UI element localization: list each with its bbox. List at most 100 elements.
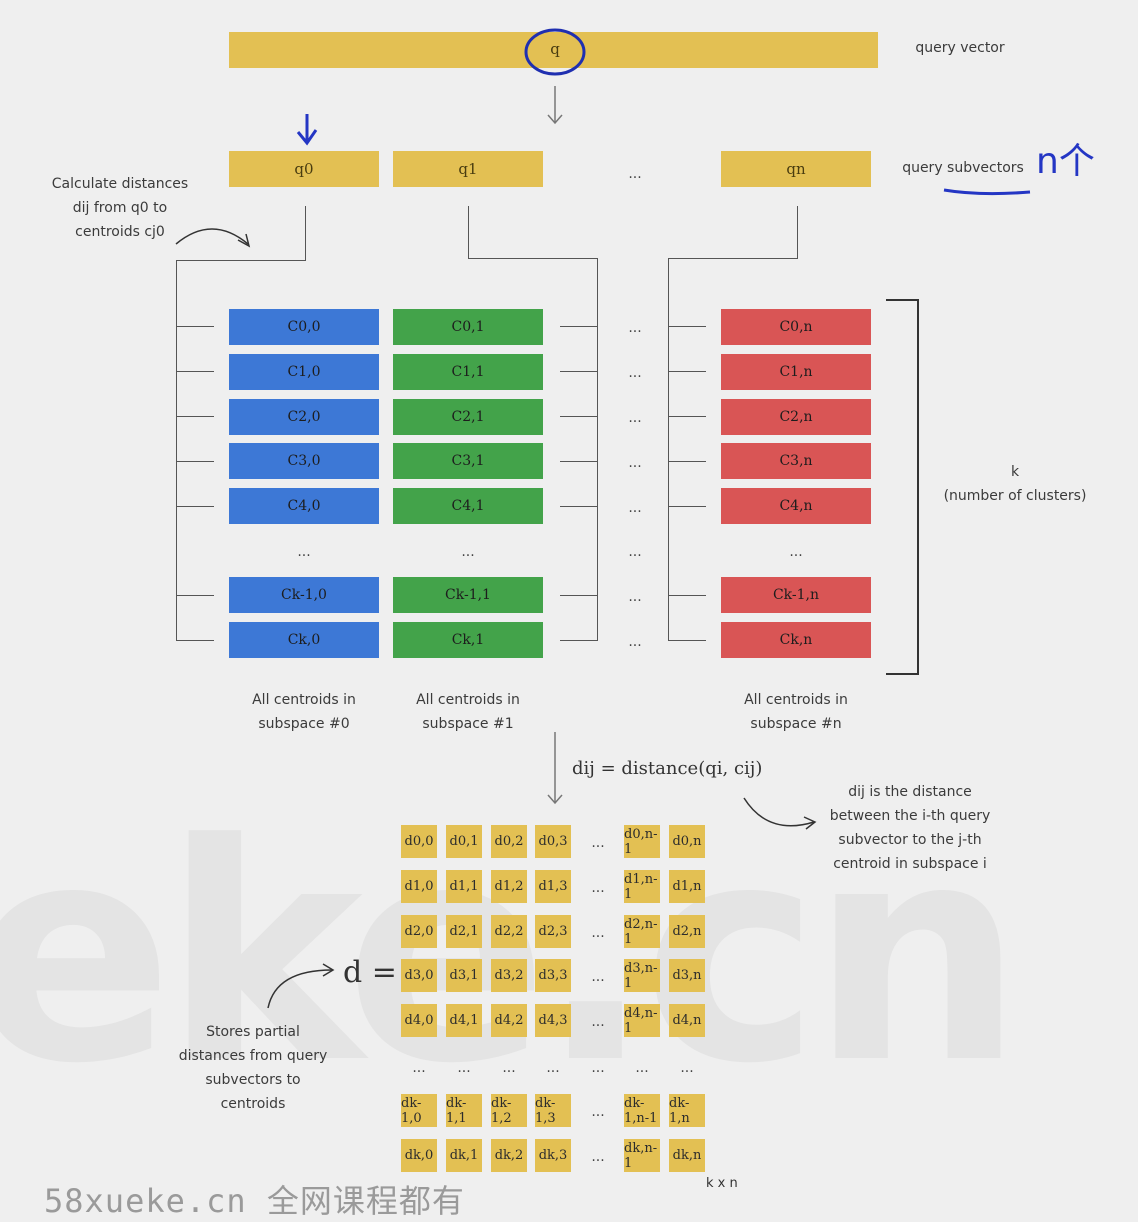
matrix-cell: d1,1 xyxy=(446,870,482,903)
matrix-cell: d1,0 xyxy=(401,870,437,903)
curved-arrow-icon xyxy=(267,963,335,1009)
matrix-cell: dk-1,n-1 xyxy=(624,1094,660,1127)
matrix-cell: dk-1,2 xyxy=(491,1094,527,1127)
matrix-cell: dk-1,0 xyxy=(401,1094,437,1127)
subvector-dots: ... xyxy=(628,166,642,182)
connector-line xyxy=(668,258,798,259)
centroid-cell: Ck-1,0 xyxy=(229,577,379,613)
matrix-cell: d1,2 xyxy=(491,870,527,903)
centroid-dots: ... xyxy=(461,544,475,560)
centroid-cell: C1,1 xyxy=(393,354,543,390)
matrix-row-dots: ... xyxy=(591,880,605,896)
connector-line xyxy=(176,260,306,261)
matrix-cell: d3,n-1 xyxy=(624,959,660,992)
matrix-cell: d1,3 xyxy=(535,870,571,903)
centroid-cell: Ck,n xyxy=(721,622,871,658)
matrix-cell: d3,0 xyxy=(401,959,437,992)
matrix-row-dots: ... xyxy=(591,1014,605,1030)
connector-line xyxy=(468,206,469,258)
matrix-cell: d2,n-1 xyxy=(624,915,660,948)
caption-subspace-1: All centroids in subspace #1 xyxy=(416,692,520,732)
matrix-col-dots: ... xyxy=(502,1060,516,1076)
centroid-cell: C0,0 xyxy=(229,309,379,345)
centroid-cell: Ck-1,n xyxy=(721,577,871,613)
matrix-cell: d2,3 xyxy=(535,915,571,948)
centroid-cell: C1,0 xyxy=(229,354,379,390)
matrix-cell: dk-1,n xyxy=(669,1094,705,1127)
centroid-cell: C0,1 xyxy=(393,309,543,345)
matrix-cell: d1,n-1 xyxy=(624,870,660,903)
matrix-cell: d4,2 xyxy=(491,1004,527,1037)
matrix-cell: d4,n xyxy=(669,1004,705,1037)
matrix-cell: dk,3 xyxy=(535,1139,571,1172)
matrix-col-dots: ... xyxy=(412,1060,426,1076)
connector-line xyxy=(468,258,598,259)
k-bracket xyxy=(886,299,919,675)
query-cell: q xyxy=(550,40,560,58)
matrix-col-dots: ... xyxy=(546,1060,560,1076)
matrix-cell: dk,n xyxy=(669,1139,705,1172)
matrix-col-dots: ... xyxy=(635,1060,649,1076)
matrix-cell: dk-1,1 xyxy=(446,1094,482,1127)
matrix-cell: d0,0 xyxy=(401,825,437,858)
centroid-cell: C4,1 xyxy=(393,488,543,524)
calc-distances-note: Calculate distances dij from q0 to centr… xyxy=(51,176,189,240)
matrix-cell: dk,1 xyxy=(446,1139,482,1172)
query-cell-circle xyxy=(524,28,586,76)
down-arrow-icon xyxy=(547,732,563,805)
matrix-cell: d0,n xyxy=(669,825,705,858)
subvector-q1: q1 xyxy=(393,151,543,187)
centroid-cell: C3,1 xyxy=(393,443,543,479)
query-subvectors-label: query subvectors xyxy=(902,160,1024,176)
curved-arrow-icon xyxy=(175,228,251,248)
query-vector-bar xyxy=(229,32,878,68)
matrix-cell: d4,1 xyxy=(446,1004,482,1037)
centroid-cell: C3,n xyxy=(721,443,871,479)
matrix-row-dots: ... xyxy=(591,835,605,851)
connector-line xyxy=(597,258,598,640)
centroid-cell: C2,0 xyxy=(229,399,379,435)
matrix-cell: dk,0 xyxy=(401,1139,437,1172)
subvector-q0: q0 xyxy=(229,151,379,187)
matrix-cell: d2,2 xyxy=(491,915,527,948)
matrix-size-label: k x n xyxy=(706,1176,738,1191)
site-watermark: 58xueke.cn 全网课程都有 xyxy=(44,1182,465,1220)
matrix-cell: d0,1 xyxy=(446,825,482,858)
matrix-cell: d2,1 xyxy=(446,915,482,948)
matrix-cell: dk,n-1 xyxy=(624,1139,660,1172)
connector-line xyxy=(668,258,669,640)
centroid-cell: C3,0 xyxy=(229,443,379,479)
blue-hand-arrow-icon xyxy=(296,114,318,146)
distance-formula: dij = distance(qi, cij) xyxy=(572,758,763,779)
caption-subspace-n: All centroids in subspace #n xyxy=(744,692,848,732)
centroid-cell: C2,1 xyxy=(393,399,543,435)
matrix-eq: d = xyxy=(343,955,397,990)
handwritten-annotation: n个 xyxy=(1036,141,1095,182)
centroid-cell: C1,n xyxy=(721,354,871,390)
centroid-cell: Ck,0 xyxy=(229,622,379,658)
centroid-cell: Ck-1,1 xyxy=(393,577,543,613)
matrix-col-dots: ... xyxy=(680,1060,694,1076)
matrix-cell: d0,3 xyxy=(535,825,571,858)
underline-mark xyxy=(943,188,1031,196)
matrix-col-dots: ... xyxy=(591,1060,605,1076)
centroid-cell: C2,n xyxy=(721,399,871,435)
matrix-note: Stores partial distances from query subv… xyxy=(178,1024,328,1112)
connector-line xyxy=(176,260,177,640)
centroid-cell: C4,0 xyxy=(229,488,379,524)
formula-note: dij is the distance between the i-th que… xyxy=(829,784,991,872)
subvector-qn: qn xyxy=(721,151,871,187)
connector-line xyxy=(305,206,306,261)
matrix-cell: d3,1 xyxy=(446,959,482,992)
query-vector-label: query vector xyxy=(915,40,1005,56)
matrix-col-dots: ... xyxy=(457,1060,471,1076)
matrix-cell: d2,n xyxy=(669,915,705,948)
matrix-row-dots: ... xyxy=(591,1104,605,1120)
matrix-cell: d4,0 xyxy=(401,1004,437,1037)
matrix-cell: d0,2 xyxy=(491,825,527,858)
matrix-row-dots: ... xyxy=(591,969,605,985)
centroid-cell: Ck,1 xyxy=(393,622,543,658)
matrix-cell: d3,n xyxy=(669,959,705,992)
centroid-dots: ... xyxy=(789,544,803,560)
matrix-cell: d2,0 xyxy=(401,915,437,948)
